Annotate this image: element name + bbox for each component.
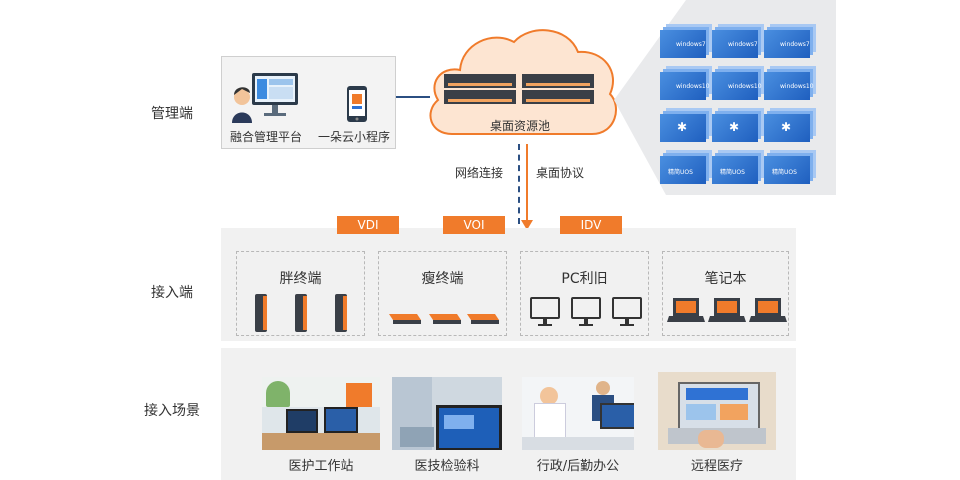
os-logo-icon: ✱: [677, 120, 688, 134]
server-stack-icon: [444, 74, 594, 104]
scene-label: 远程医疗: [690, 459, 743, 474]
desktop-tile: windows7: [660, 30, 706, 58]
terminal-group-thin: 瘦终端: [378, 251, 507, 336]
desktop-tile: windows7: [764, 30, 810, 58]
desktop-tile: windows7: [712, 30, 758, 58]
network-connection-label: 网络连接: [455, 166, 504, 180]
os-logo-icon: ✱: [729, 120, 740, 134]
group-title: 胖终端: [279, 271, 322, 287]
os-logo-icon: ✱: [781, 120, 792, 134]
desktop-tile: ✱: [764, 114, 810, 142]
pc-monitor-icon: [530, 297, 642, 326]
desktop-tile: windows10: [660, 72, 710, 100]
cloud-label: 桌面资源池: [490, 119, 551, 133]
scene-photo-office: [522, 377, 634, 450]
management-item-label: 一朵云小程序: [318, 130, 391, 144]
scene-photo-remote: [658, 372, 776, 450]
terminal-group-laptop: 笔记本: [662, 251, 789, 336]
admin-monitor-icon: [232, 73, 298, 123]
tag-voi: VOI: [443, 216, 505, 234]
terminal-group-pc: PC利旧: [520, 251, 649, 336]
tag-vdi: VDI: [337, 216, 399, 234]
cloud-icon: [429, 29, 617, 135]
row-label-access: 接入端: [151, 285, 193, 301]
access-panel: [221, 228, 796, 341]
desktop-protocol-label: 桌面协议: [536, 166, 585, 180]
desktop-tile: 精简UOS: [660, 156, 706, 184]
group-title: 瘦终端: [421, 271, 464, 287]
group-title: PC利旧: [561, 271, 608, 287]
arrow-down-icon: [521, 220, 533, 230]
desktop-tile: 精简UOS: [764, 156, 810, 184]
laptop-icon: [667, 298, 787, 322]
desktop-tile: windows10: [712, 72, 762, 100]
fat-client-icon: [255, 294, 347, 332]
mobile-app-icon: [347, 86, 367, 122]
desktop-tile: ✱: [712, 114, 758, 142]
tag-idv: IDV: [560, 216, 622, 234]
protocol-arrow-line: [526, 144, 528, 222]
scene-photo-nurse-station: [262, 377, 380, 450]
connector-line: [396, 96, 430, 98]
desktop-grid: windows7 windows7 windows7 windows10 win…: [656, 16, 826, 186]
row-label-scenarios: 接入场景: [144, 403, 200, 419]
thin-client-icon: [389, 314, 499, 324]
group-title: 笔记本: [704, 271, 747, 287]
row-label-management: 管理端: [151, 106, 193, 122]
protocol-dashed-line: [518, 144, 520, 224]
desktop-tile: ✱: [660, 114, 706, 142]
scene-label: 医护工作站: [288, 459, 354, 474]
scene-photo-lab: [392, 377, 502, 450]
scene-label: 行政/后勤办公: [536, 459, 620, 474]
terminal-group-fat: 胖终端: [236, 251, 365, 336]
management-panel: 融合管理平台 一朵云小程序: [221, 56, 396, 149]
management-item-label: 融合管理平台: [230, 130, 303, 144]
desktop-tile: 精简UOS: [712, 156, 758, 184]
desktop-tile: windows10: [764, 72, 814, 100]
scene-label: 医技检验科: [414, 459, 480, 474]
